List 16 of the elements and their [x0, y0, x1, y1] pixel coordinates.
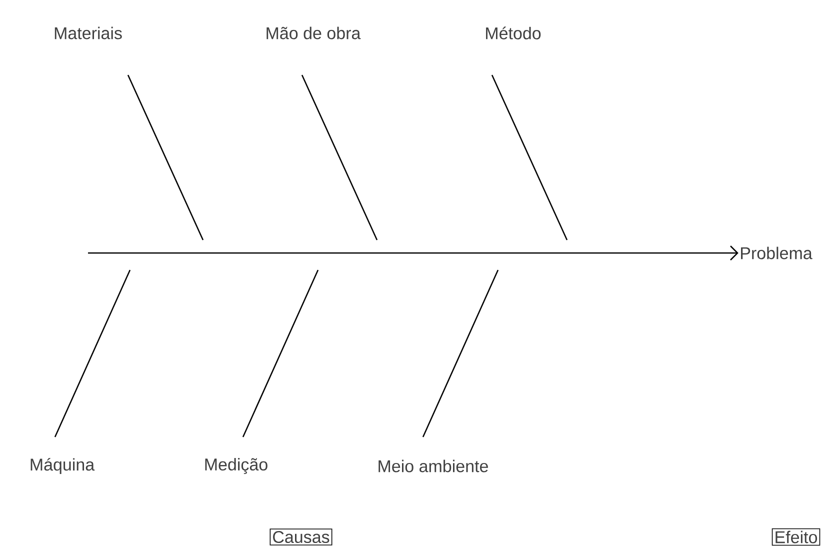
bone-line	[242, 270, 319, 438]
bone-line	[127, 74, 204, 240]
cause-label: Mão de obra	[266, 26, 361, 40]
label-box: Efeito	[772, 528, 820, 546]
bone-line	[422, 270, 499, 438]
bone-line	[54, 270, 131, 438]
bone-line	[301, 74, 378, 240]
cause-label: Materiais	[54, 26, 122, 40]
cause-label: Método	[486, 26, 541, 40]
bone-line	[491, 74, 568, 240]
cause-label: Máquina	[30, 458, 95, 474]
spine-arrow	[88, 246, 738, 260]
cause-label: Medição	[205, 458, 268, 474]
label-box: Causas	[270, 528, 332, 546]
effect-label: Problema	[741, 246, 812, 260]
cause-label: Meio ambiente	[378, 460, 488, 472]
